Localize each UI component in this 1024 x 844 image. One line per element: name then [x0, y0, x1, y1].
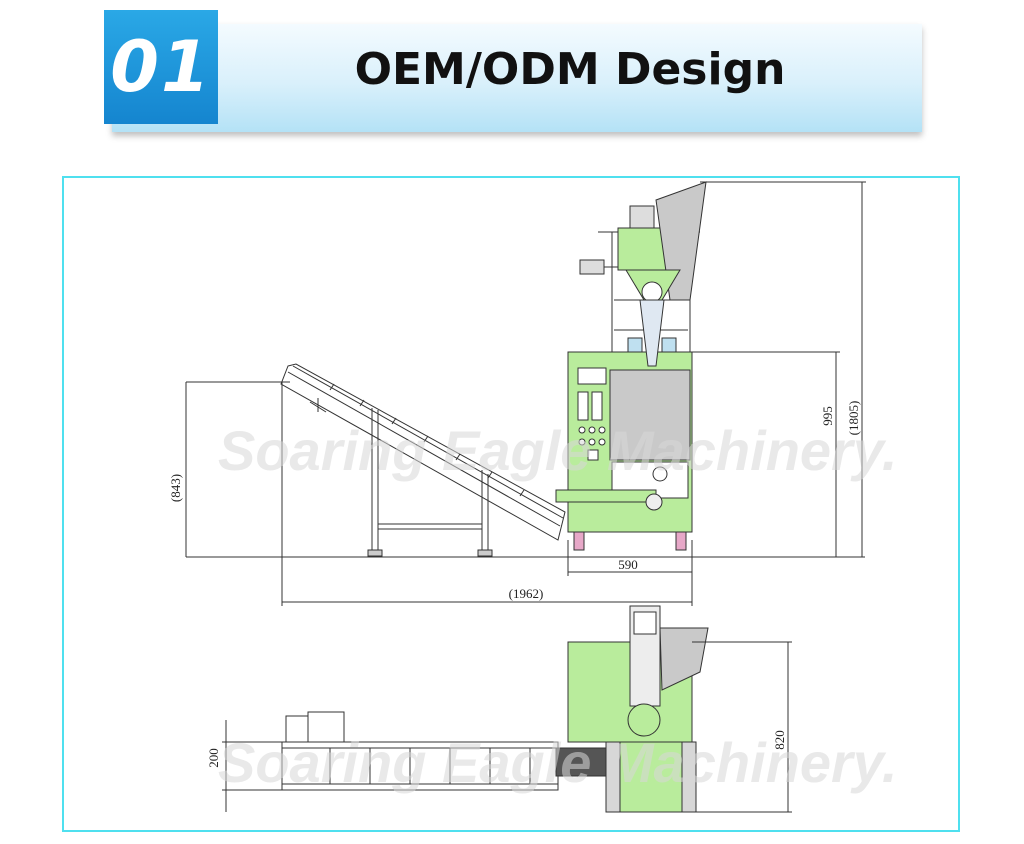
watermark-side: Soaring Eagle Machinery.: [218, 419, 897, 482]
header-banner: [112, 24, 922, 132]
top-view-conveyor: [222, 711, 559, 812]
dim-conveyor-height: (843): [168, 474, 183, 502]
side-dimension-lines: [185, 181, 866, 606]
section-number-badge: 01: [104, 10, 218, 124]
drawing-frame: [62, 176, 960, 832]
watermark-top: Soaring Eagle Machinery.: [218, 731, 897, 794]
dim-total-length: (1962): [509, 586, 544, 601]
packing-machine-side: [555, 181, 707, 551]
top-view-machine: [555, 605, 792, 813]
page-title: OEM/ODM Design: [354, 44, 786, 95]
section-number: 01: [110, 26, 212, 108]
dim-machine-depth: 820: [772, 730, 787, 750]
dim-machine-width: 590: [618, 557, 638, 572]
inclined-conveyor: [280, 363, 566, 557]
dim-frame-height: 995: [820, 406, 835, 426]
dim-total-height: (1805): [846, 401, 861, 436]
dim-conveyor-width: 200: [206, 748, 221, 768]
